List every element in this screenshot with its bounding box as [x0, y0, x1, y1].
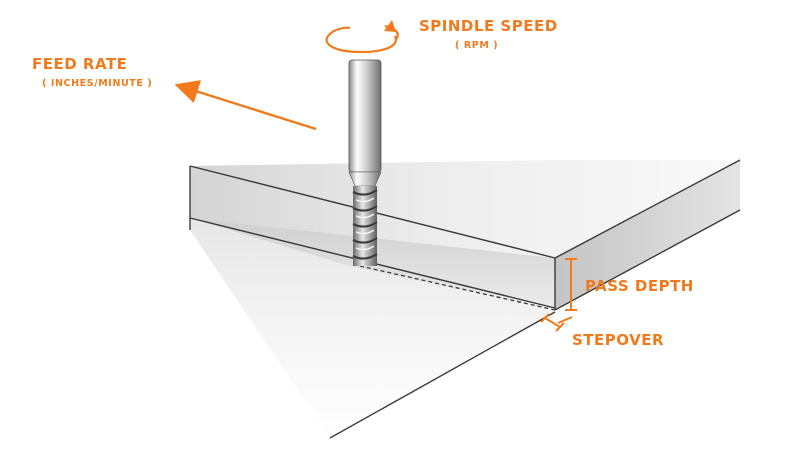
feed-rate-unit: ( INCHES/MINUTE ) — [42, 78, 153, 89]
step-wall — [555, 160, 740, 310]
end-mill-tool — [348, 59, 382, 266]
spindle-speed-label: SPINDLE SPEED — [419, 17, 558, 35]
tool-flute-spirals — [352, 189, 378, 260]
workpiece-top-surface — [190, 160, 740, 258]
pass-depth-label: PASS DEPTH — [585, 277, 694, 295]
feed-direction-arrow-icon — [174, 80, 317, 131]
tool-shank — [348, 59, 382, 173]
stepover-label: STEPOVER — [572, 331, 665, 349]
pass-depth-bracket-icon — [565, 258, 577, 311]
tool-flute-highlights — [355, 197, 375, 251]
toolpath-dashed-line — [359, 265, 556, 311]
workpiece-front-face — [190, 218, 555, 438]
rotation-arrow-icon — [325, 20, 399, 54]
stepover-mark-icon — [540, 313, 573, 332]
tool-taper — [348, 171, 382, 187]
feed-rate-label: FEED RATE — [32, 55, 128, 73]
spindle-speed-unit: ( RPM ) — [455, 40, 499, 51]
